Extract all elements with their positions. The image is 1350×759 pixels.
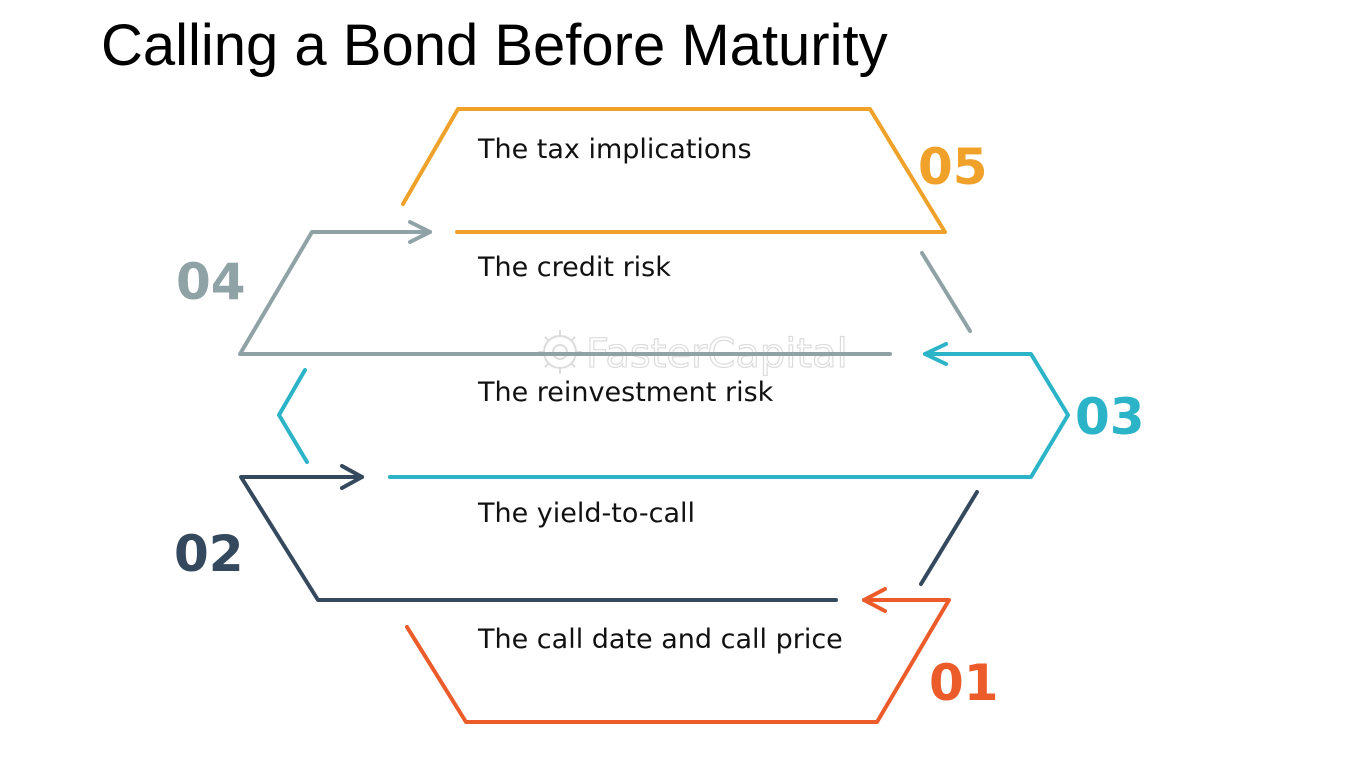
- step-03-outline: [388, 352, 1070, 479]
- step-05-label: The tax implications: [477, 134, 752, 165]
- step-05-number: 05: [918, 138, 988, 196]
- step-02-frame: [239, 464, 979, 602]
- step-02-right-tick: [919, 490, 979, 586]
- step-01-label: The call date and call price: [477, 624, 843, 655]
- step-04-outline: [238, 230, 892, 356]
- step-02-number: 02: [174, 525, 244, 583]
- step-02-label: The yield-to-call: [477, 498, 695, 529]
- step-01-frame: [405, 587, 951, 724]
- step-03-number: 03: [1075, 388, 1145, 446]
- step-04-arrowhead: [408, 220, 432, 244]
- step-05-outline: [401, 107, 947, 234]
- step-04-right-tick: [920, 251, 972, 333]
- step-04-frame: [238, 220, 972, 356]
- step-01-outline: [405, 598, 951, 724]
- step-02-arrowhead: [340, 464, 364, 490]
- step-05-frame: [401, 107, 947, 234]
- step-03-arrowhead: [923, 342, 948, 366]
- step-03-label: The reinvestment risk: [477, 377, 774, 408]
- step-04-label: The credit risk: [477, 252, 671, 283]
- step-02-outline: [239, 475, 838, 602]
- step-04-number: 04: [176, 253, 246, 311]
- step-01-number: 01: [929, 654, 999, 712]
- step-01-arrowhead: [862, 587, 887, 613]
- page-title: Calling a Bond Before Maturity: [101, 13, 888, 78]
- step-03-left-chevron: [277, 368, 309, 464]
- step-03-frame: [277, 342, 1070, 479]
